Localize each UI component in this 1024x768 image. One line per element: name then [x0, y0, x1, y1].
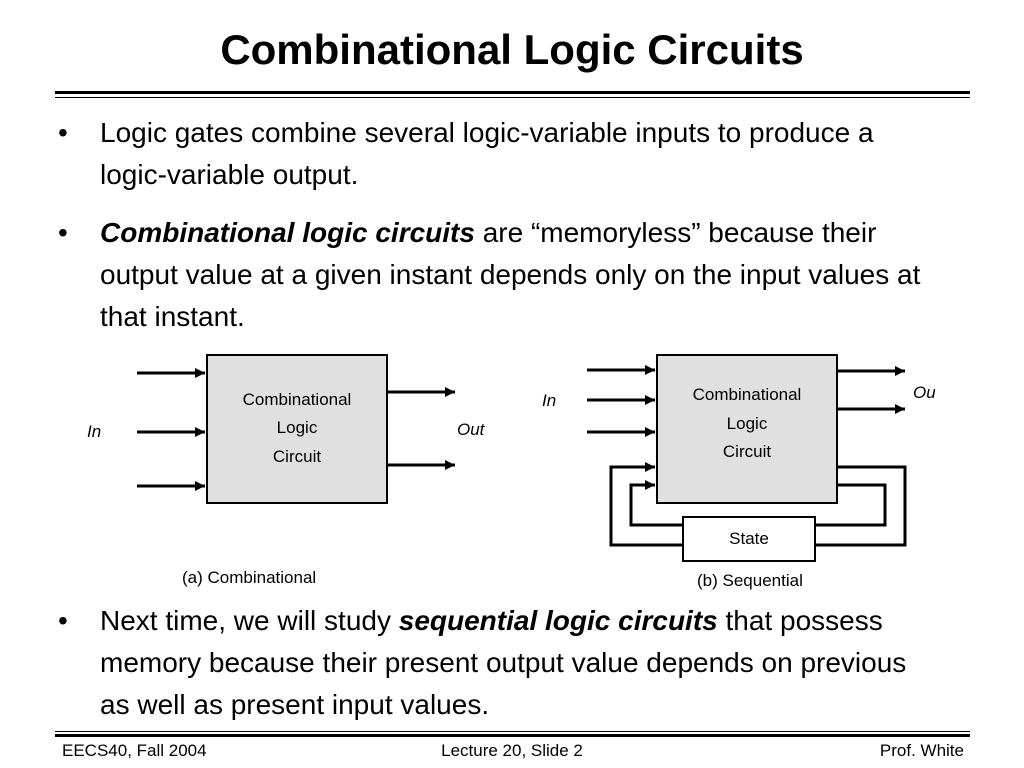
feedback-line-outer-right [815, 465, 907, 547]
bullet-marker: • [58, 605, 68, 636]
seq-block-line-2: Logic [727, 414, 768, 433]
bullet-3-lead: Next time, we will study [100, 605, 399, 636]
bullet-marker: • [58, 217, 68, 248]
bullet-3-emphasis: sequential logic circuits [398, 605, 718, 636]
comb-in-label: In [87, 422, 101, 441]
seq-block-line-3: Circuit [723, 442, 771, 461]
seq-in-label: In [542, 391, 556, 410]
seq-logic-block [656, 354, 838, 504]
footer-rule-thin [55, 731, 970, 732]
comb-block-line-2: Logic [277, 418, 318, 437]
bullet-2-text: Combinational logic circuits are “memory… [100, 212, 938, 338]
comb-caption: (a) Combinational [182, 568, 316, 587]
state-label: State [729, 529, 769, 548]
comb-block-line-3: Circuit [273, 447, 321, 466]
bullet-marker: • [58, 117, 68, 148]
state-block [682, 516, 816, 562]
comb-out-label: Out [457, 420, 486, 439]
feedback-line-outer-left [609, 462, 683, 547]
title-rule-thin [55, 97, 970, 98]
footer-author: Prof. White [879, 741, 964, 760]
bullet-1-body: Logic gates combine several logic-variab… [100, 117, 874, 190]
feedback-line-inner-left [629, 480, 683, 527]
bullet-2-emphasis: Combinational logic circuits [100, 217, 475, 248]
seq-caption: (b) Sequential [697, 571, 803, 590]
title-rule [55, 91, 970, 94]
feedback-line-inner-right [815, 483, 887, 527]
bullet-3-body: that possess memory because their presen… [100, 605, 907, 720]
footer-course: EECS40, Fall 2004 [62, 741, 207, 760]
slide-title: Combinational Logic Circuits [220, 26, 804, 73]
logic-circuit-diagram: Combinational Logic Circuit In Out (a) C… [75, 345, 935, 595]
comb-logic-block [206, 354, 388, 504]
comb-block-line-1: Combinational [243, 390, 352, 409]
sequential-diagram: State Combinational Logic Circuit In Out… [542, 354, 935, 590]
bullet-3: • Next time, we will study sequential lo… [58, 600, 938, 726]
footer-rule [55, 734, 970, 737]
combinational-diagram: Combinational Logic Circuit In Out (a) C… [87, 354, 486, 587]
bullet-2-body: are “memoryless” because their output va… [100, 217, 921, 332]
bullet-2: • Combinational logic circuits are “memo… [58, 212, 938, 338]
bullet-1-text: Logic gates combine several logic-variab… [100, 112, 938, 196]
bullet-1: • Logic gates combine several logic-vari… [58, 112, 938, 196]
seq-block-line-1: Combinational [693, 385, 802, 404]
footer-slide-number: Lecture 20, Slide 2 [441, 741, 583, 760]
seq-out-label: Out [913, 383, 935, 402]
bullet-3-text: Next time, we will study sequential logi… [100, 600, 938, 726]
